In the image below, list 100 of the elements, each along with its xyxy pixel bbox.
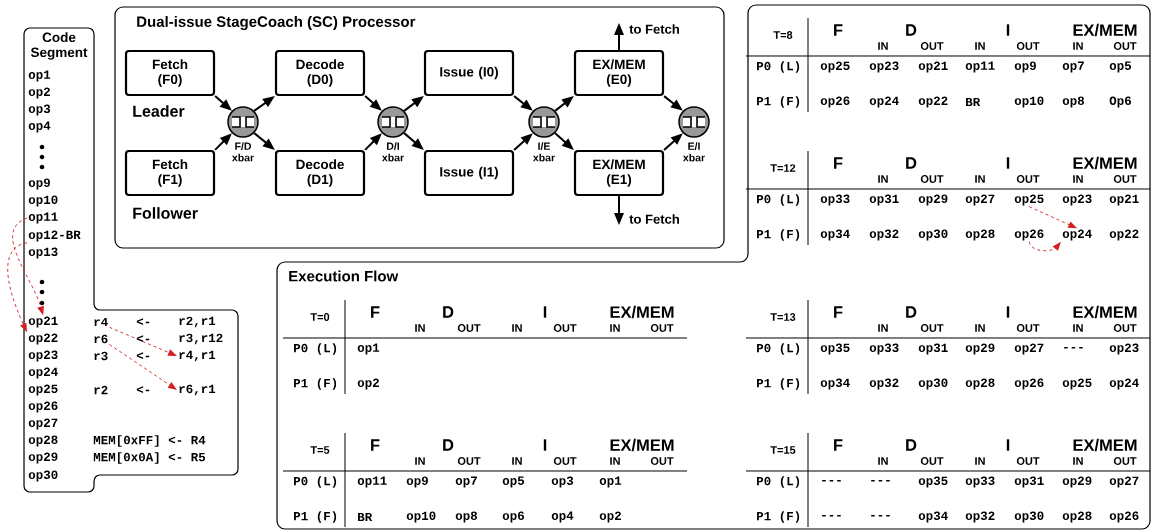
stage-heading: D: [906, 24, 917, 36]
port-heading: OUT: [1016, 175, 1040, 183]
arrow: [12, 217, 44, 316]
port-heading: OUT: [920, 42, 944, 50]
arrow: [1028, 206, 1078, 229]
instruction-text: op32: [965, 511, 995, 523]
instruction-text: op8: [455, 511, 478, 523]
instruction-text: op30: [918, 378, 948, 390]
instruction-text: op31: [1014, 476, 1044, 488]
instruction-text: BR: [966, 97, 981, 107]
arrow: [364, 133, 382, 151]
port-heading: OUT: [1113, 175, 1137, 183]
instruction-line: op10: [28, 195, 58, 207]
stage-box: EX/MEM (E1): [573, 149, 665, 197]
instruction-text: op7: [455, 476, 477, 488]
stage-heading: D: [443, 306, 454, 318]
arrow: [663, 95, 683, 111]
stage-heading: EX/MEM: [1073, 438, 1137, 452]
crossbar-label: I/E xbar: [533, 142, 555, 162]
instruction-text: op8: [1062, 96, 1085, 108]
arrow: [253, 132, 275, 150]
port-heading: OUT: [1113, 324, 1137, 332]
instruction-text: op21: [918, 61, 948, 73]
port-heading: OUT: [1016, 324, 1040, 332]
instruction-text: op28: [965, 229, 995, 241]
instruction-line: op9: [28, 178, 50, 190]
instruction-text: op29: [965, 343, 995, 355]
crossbar-label: F/D xbar: [232, 142, 254, 162]
code-text: r2,r1: [179, 316, 216, 328]
port-heading: OUT: [553, 324, 577, 332]
instruction-text: op29: [1062, 476, 1092, 488]
stage-heading: D: [906, 439, 917, 451]
stage-heading: EX/MEM: [1073, 23, 1137, 37]
row-heading: P0 (L): [294, 343, 337, 355]
code-text: r2: [94, 385, 108, 395]
cycle-label: T=12: [770, 164, 796, 172]
stage-box: Fetch (F0): [124, 49, 216, 97]
instruction-text: op2: [599, 511, 621, 523]
instruction-text: op10: [406, 511, 436, 523]
stage-heading: I: [543, 439, 547, 451]
instruction-line: op21: [28, 316, 58, 328]
port-heading: OUT: [650, 324, 674, 332]
port-heading: IN: [1073, 42, 1083, 50]
instruction-text: op34: [918, 511, 948, 523]
instruction-text: op29: [918, 194, 948, 206]
port-heading: OUT: [553, 457, 577, 465]
instruction-text: op35: [918, 476, 948, 488]
port-heading: IN: [975, 175, 985, 183]
instruction-line: op28: [28, 435, 58, 447]
port-heading: IN: [415, 457, 425, 465]
row-heading: P1 (F): [757, 378, 800, 390]
instruction-text: op6: [502, 511, 524, 523]
instruction-text: op1: [599, 476, 622, 488]
port-heading: IN: [878, 324, 888, 332]
cycle-label: T=5: [310, 446, 330, 454]
cycle-label: T=13: [770, 313, 796, 321]
port-heading: IN: [1073, 175, 1083, 183]
port-heading: OUT: [457, 324, 481, 332]
instruction-text: op25: [1062, 378, 1092, 390]
instruction-line: op12-BR: [28, 230, 81, 242]
arrow: [513, 133, 533, 151]
port-heading: OUT: [920, 175, 944, 183]
instruction-text: BR: [358, 512, 373, 522]
instruction-text: op27: [965, 194, 995, 206]
arrow: [7, 242, 28, 333]
arrow: [554, 96, 574, 112]
instruction-text: ---: [822, 515, 841, 517]
instruction-line: op13: [28, 247, 58, 259]
port-heading: IN: [610, 457, 620, 465]
stage-heading: I: [1006, 157, 1010, 169]
port-heading: IN: [512, 457, 522, 465]
stage-box: Fetch (F1): [124, 149, 216, 197]
port-heading: IN: [878, 457, 888, 465]
stage-box: EX/MEM (E0): [573, 49, 665, 97]
instruction-text: op3: [551, 476, 574, 488]
stage-heading: D: [906, 306, 917, 318]
stage-heading: EX/MEM: [610, 438, 674, 452]
port-heading: OUT: [1016, 42, 1040, 50]
port-heading: OUT: [457, 457, 481, 465]
instruction-text: op26: [1014, 378, 1044, 390]
instruction-text: op32: [869, 378, 899, 390]
instruction-text: op26: [1109, 511, 1139, 523]
arrow: [1028, 241, 1061, 252]
instruction-text: op21: [1109, 194, 1139, 206]
stage-heading: EX/MEM: [1073, 156, 1137, 170]
instruction-text: op34: [820, 378, 850, 390]
register-operand: r6,r1: [179, 384, 216, 396]
port-heading: IN: [878, 42, 888, 50]
instruction-text: op34: [820, 229, 850, 241]
arrow: [364, 95, 382, 111]
instruction-text: op28: [1062, 511, 1092, 523]
port-heading: IN: [610, 324, 620, 332]
row-heading: P1 (F): [294, 511, 337, 523]
port-heading: IN: [415, 324, 425, 332]
register-operand: r4,r1: [179, 350, 216, 362]
instruction-text: op26: [820, 96, 850, 108]
instruction-text: op26: [1014, 229, 1044, 241]
row-heading: P0 (L): [757, 61, 800, 73]
port-heading: IN: [512, 324, 522, 332]
port-heading: IN: [878, 175, 888, 183]
